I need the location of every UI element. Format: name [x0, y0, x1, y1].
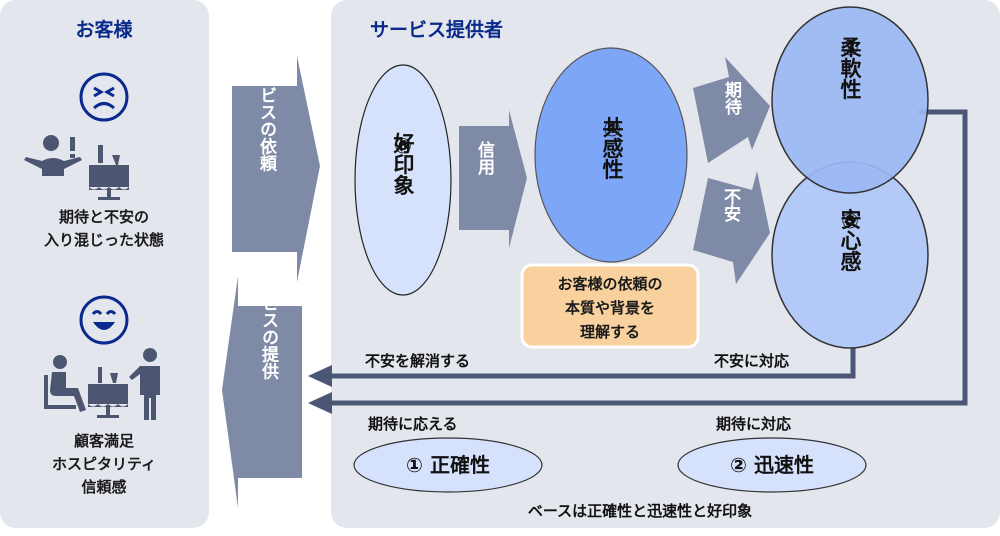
- empathy-label: 共感性: [600, 117, 624, 181]
- reassurance-label: 安心感: [838, 208, 862, 272]
- smiling-face-icon: [79, 295, 129, 345]
- good-impression-ellipse: [354, 64, 452, 296]
- accuracy-ellipse: [353, 437, 543, 493]
- service-provide-label: サービスの提供: [258, 261, 280, 381]
- speed-label: 迅速性: [754, 453, 814, 477]
- anxiety-label: 不安: [720, 188, 741, 223]
- understanding-note-line-3: 理解する: [580, 323, 640, 341]
- trust-arrow: [459, 110, 527, 248]
- frustrated-face-icon: [79, 72, 129, 122]
- handle-expectation-label: 期待に対応: [716, 415, 791, 433]
- meet-expectation-label: 期待に応える: [368, 415, 458, 433]
- flexibility-label: 柔軟性: [838, 37, 862, 101]
- handle-anxiety-label: 不安に対応: [714, 352, 789, 370]
- provider-panel-title: サービス提供者: [370, 18, 503, 41]
- empathy-ellipse: [534, 47, 688, 263]
- service-provide-arrow: サービスの提供: [222, 261, 302, 508]
- good-impression-label: 好印象: [391, 132, 416, 196]
- resolve-anxiety-label: 不安を解消する: [365, 352, 470, 370]
- customer-panel-title: お客様: [75, 18, 133, 41]
- speed-number: ②: [730, 453, 747, 477]
- reassurance-number: ⑤: [841, 209, 859, 233]
- accuracy-number: ①: [406, 453, 423, 477]
- flexibility-number: ③: [841, 36, 859, 60]
- accuracy-text: ① 正確性: [406, 453, 490, 477]
- trust-label: 信用: [474, 140, 495, 176]
- service-request-label: サービスの依頼: [256, 53, 277, 173]
- anxiety-return-line: [308, 340, 856, 387]
- footer-text: ベースは正確性と迅速性と好印象: [528, 502, 752, 520]
- expectation-label: 期待: [721, 81, 742, 116]
- accuracy-label: 正確性: [430, 453, 490, 477]
- understanding-note: お客様の依頼の 本質や背景を 理解する: [520, 263, 700, 349]
- good-impression-number: ⑥: [394, 134, 412, 158]
- customer-panel: [0, 0, 209, 528]
- speed-ellipse: [677, 437, 867, 493]
- after-caption-line-1: 顧客満足: [74, 432, 135, 450]
- empathy-number: ④: [603, 117, 621, 141]
- after-caption-line-3: 信頼感: [81, 478, 126, 496]
- expectation-arrow: [693, 57, 770, 163]
- confused-guest-at-table-icon: [24, 135, 129, 200]
- anxiety-arrow: [693, 171, 770, 284]
- service-request-arrow: サービスの依頼: [232, 53, 320, 282]
- understanding-note-line-1: お客様の依頼の: [557, 275, 662, 293]
- before-caption-line-2: 入り混じった状態: [44, 231, 164, 249]
- expectation-return-line: [308, 109, 968, 414]
- speed-text: ② 迅速性: [730, 453, 814, 477]
- understanding-note-line-2: 本質や背景を: [565, 299, 655, 317]
- before-caption-line-1: 期待と不安の: [59, 208, 149, 226]
- flexibility-ellipse: [771, 6, 929, 194]
- guest-served-by-waiter-icon: [44, 348, 160, 420]
- after-caption-line-2: ホスピタリティ: [52, 455, 156, 473]
